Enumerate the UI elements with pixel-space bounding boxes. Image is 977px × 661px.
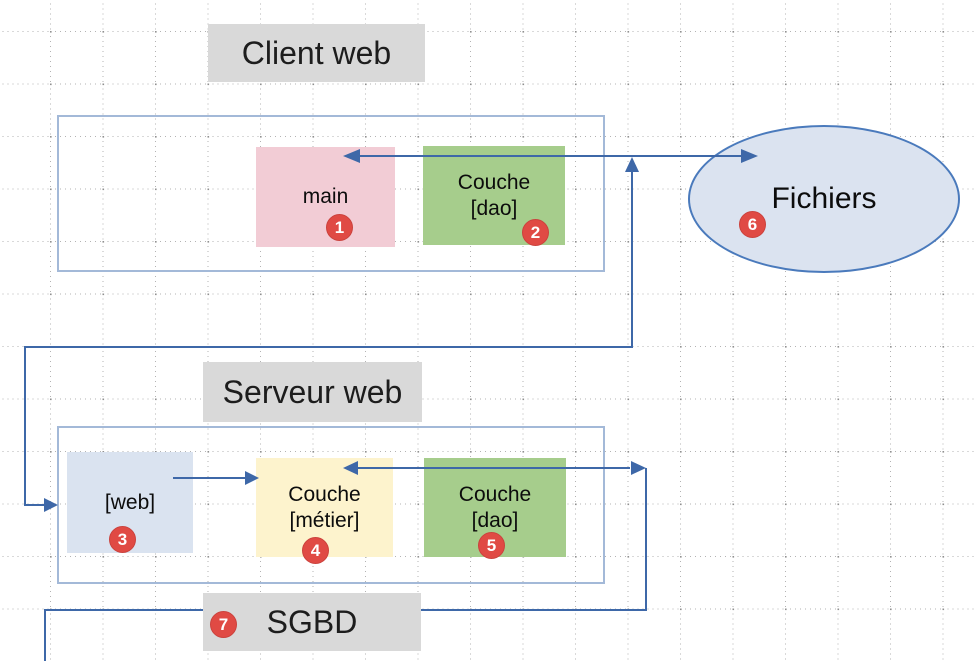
node-couche-metier-line2: [métier] <box>289 508 360 532</box>
step-badge-2-number: 2 <box>530 222 541 242</box>
node-couche-dao-client-line2: [dao] <box>470 196 518 220</box>
step-badge-1-number: 1 <box>334 217 345 237</box>
sgbd-title-label: SGBD <box>266 603 358 640</box>
node-couche-dao-server-line2: [dao] <box>471 508 519 532</box>
serveur-web-title-label: Serveur web <box>222 373 403 410</box>
step-badge-3-number: 3 <box>117 529 128 549</box>
step-badge-6: 6 <box>739 211 766 238</box>
step-badge-4: 4 <box>302 537 329 564</box>
step-badge-1: 1 <box>326 214 353 241</box>
node-couche-dao-server-line1: Couche <box>458 482 532 506</box>
node-main-label: main <box>302 185 349 208</box>
step-badge-4-number: 4 <box>310 540 321 560</box>
step-badge-3: 3 <box>109 526 136 553</box>
step-badge-2: 2 <box>522 219 549 246</box>
step-badge-7-number: 7 <box>218 614 229 634</box>
serveur-web-title: Serveur web <box>203 362 422 422</box>
step-badge-5: 5 <box>478 532 505 559</box>
node-main: main <box>256 147 395 247</box>
node-couche-metier-line1: Couche <box>288 482 361 506</box>
node-fichiers-label: Fichiers <box>771 182 877 215</box>
node-couche-dao-client-line1: Couche <box>457 170 531 194</box>
step-badge-6-number: 6 <box>747 214 758 234</box>
step-badge-5-number: 5 <box>486 535 497 555</box>
step-badge-7: 7 <box>210 611 237 638</box>
node-web-label: [web] <box>104 490 156 514</box>
node-fichiers-ellipse: Fichiers <box>688 125 960 273</box>
client-web-title-label: Client web <box>241 34 392 71</box>
client-web-title: Client web <box>208 24 425 82</box>
